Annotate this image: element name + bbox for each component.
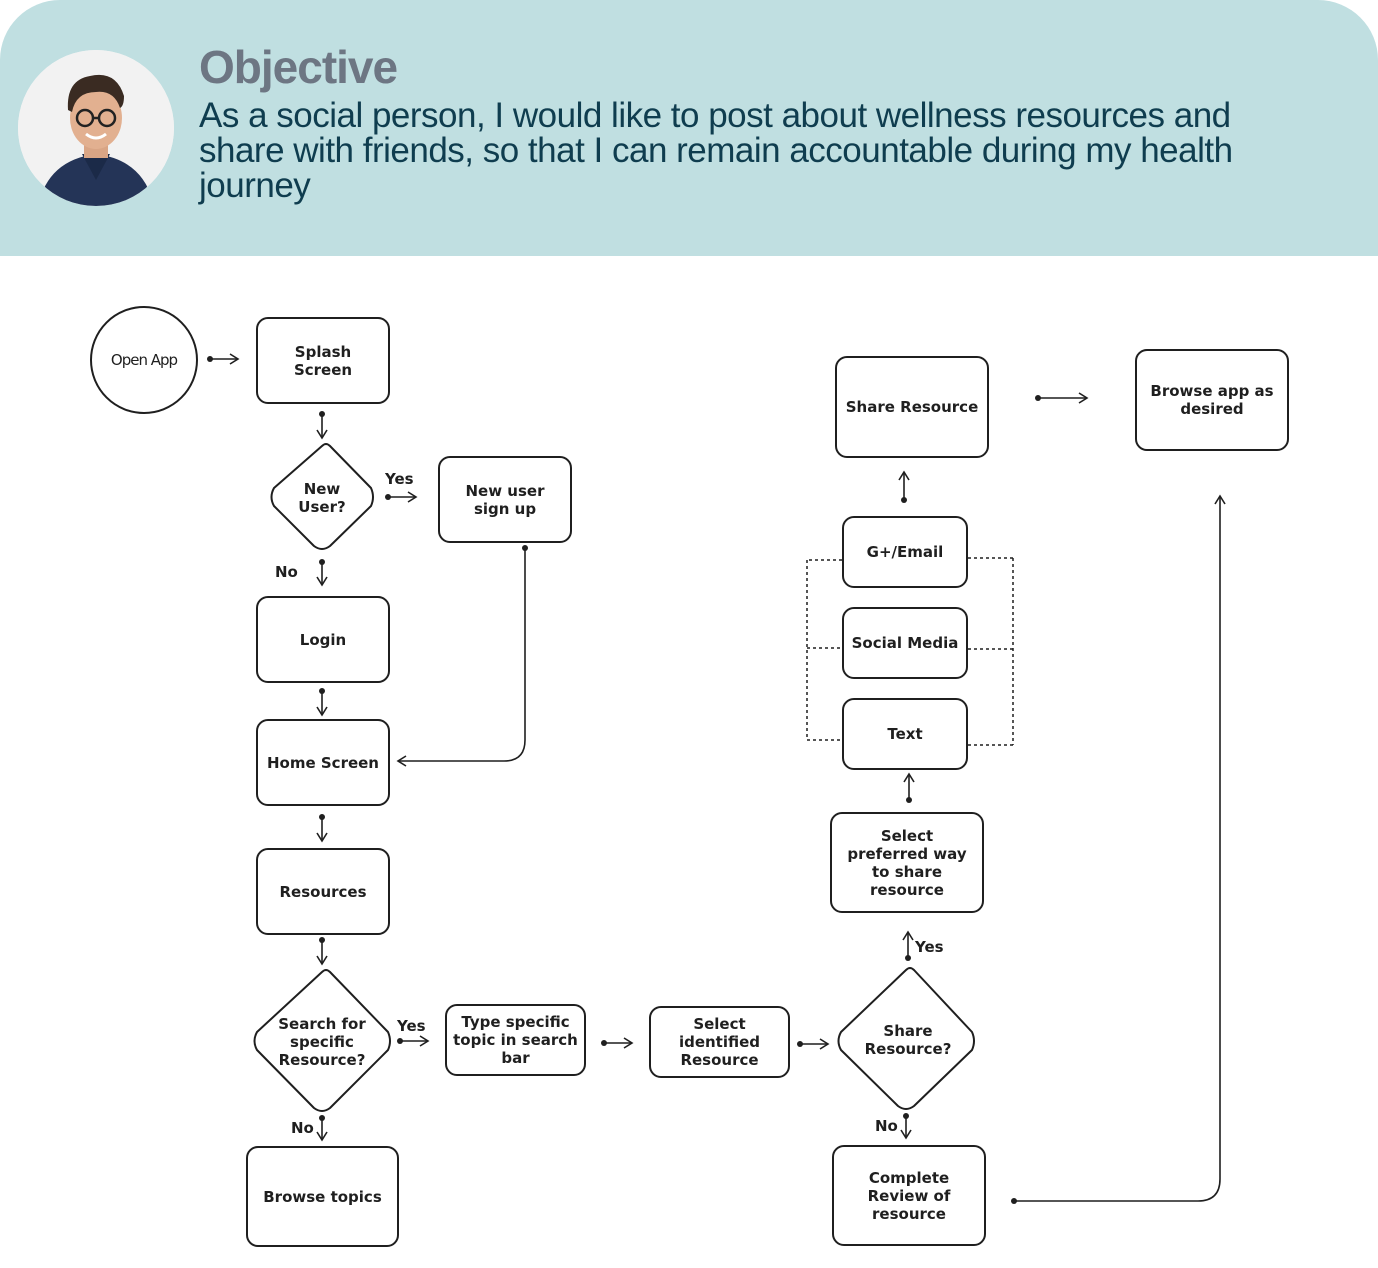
gplus-email-node: G+/Email [842, 516, 968, 588]
search-diamond-shape [253, 969, 391, 1112]
connector-dot [385, 494, 391, 500]
connector-dot [397, 1038, 403, 1044]
resources-node: Resources [256, 848, 390, 935]
objective-title: Objective [199, 41, 398, 93]
connector-dot [1035, 395, 1041, 401]
connector-dot [319, 688, 325, 694]
connector-dot [1011, 1198, 1017, 1204]
type-topic-node: Type specific topic in search bar [445, 1004, 586, 1076]
objective-statement: As a social person, I would like to post… [199, 96, 1233, 205]
label-no-share: No [875, 1117, 898, 1135]
share-resource-node: Share Resource [835, 356, 989, 458]
share-options-group [806, 557, 1014, 746]
browse-topics-node: Browse topics [246, 1146, 399, 1247]
open-app-node: Open App [90, 306, 198, 414]
connector-dot [601, 1040, 607, 1046]
share-resource-decision: Share Resource? [864, 1022, 952, 1058]
connector-dot [319, 937, 325, 943]
connector-dot [319, 411, 325, 417]
persona-avatar [18, 50, 174, 206]
connector-dot [319, 1115, 325, 1121]
connector-dot [905, 955, 911, 961]
persona-photo-icon [18, 50, 174, 206]
label-yes-new-user: Yes [385, 470, 414, 488]
complete-review-node: Complete Review of resource [832, 1145, 986, 1246]
connector-dot [906, 797, 912, 803]
select-preferred-node: Select preferred way to share resource [830, 812, 984, 913]
social-media-node: Social Media [842, 607, 968, 679]
label-no-new-user: No [275, 563, 298, 581]
connector-dot [903, 1113, 909, 1119]
connector [396, 548, 526, 767]
label-yes-search: Yes [397, 1017, 426, 1035]
connector-dot [319, 559, 325, 565]
new-user-signup-node: New user sign up [438, 456, 572, 543]
text-option-node: Text [842, 698, 968, 770]
connector-dot [901, 497, 907, 503]
objective-banner: Objective As a social person, I would li… [0, 0, 1378, 256]
connector [1014, 494, 1226, 1202]
select-identified-node: Select identified Resource [649, 1006, 790, 1078]
connector-dot [522, 545, 528, 551]
search-decision: Search for specific Resource? [278, 1015, 366, 1069]
connector-dot [797, 1041, 803, 1047]
connector-dot [207, 356, 213, 362]
browse-app-node: Browse app as desired [1135, 349, 1289, 451]
share-diamond-shape [837, 967, 975, 1110]
splash-screen-node: Splash Screen [256, 317, 390, 404]
label-no-search: No [291, 1119, 314, 1137]
login-node: Login [256, 596, 390, 683]
label-yes-share: Yes [915, 938, 944, 956]
new-user-decision: New User? [298, 480, 346, 516]
connector-dot [319, 814, 325, 820]
home-screen-node: Home Screen [256, 719, 390, 806]
new-user-diamond-shape [270, 443, 374, 550]
